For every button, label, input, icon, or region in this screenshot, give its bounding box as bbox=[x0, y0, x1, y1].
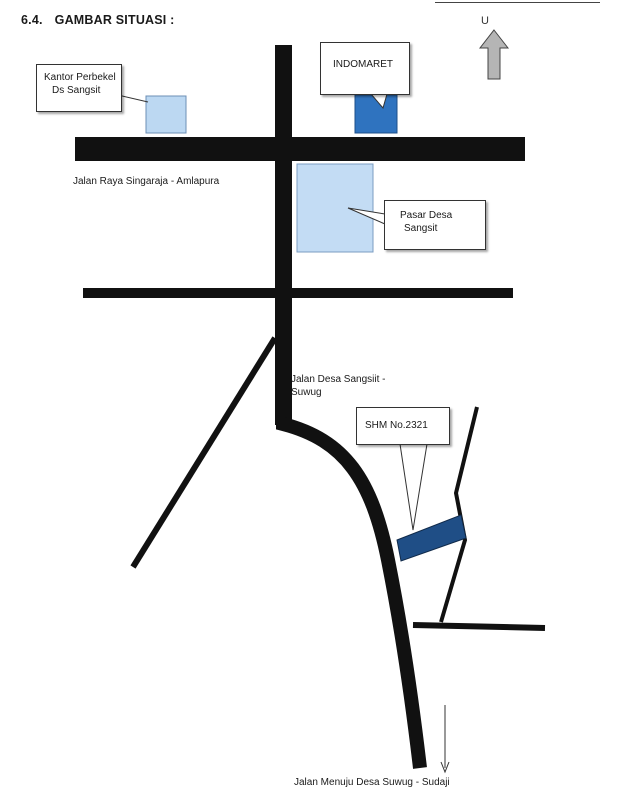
main-road bbox=[75, 137, 525, 161]
village-road-label: Jalan Desa Sangsiit - Suwug bbox=[291, 373, 386, 399]
south-arrow-icon bbox=[440, 761, 450, 774]
diagonal-road-west bbox=[130, 336, 278, 569]
parcel-callout: SHM No.2321 bbox=[356, 407, 450, 445]
kantor-pointer bbox=[117, 94, 149, 103]
pasar-callout: Pasar Desa Sangsit bbox=[384, 200, 486, 250]
pasar-building bbox=[296, 163, 374, 253]
heading-number: 6.4. bbox=[21, 13, 43, 27]
pasar-label-line1: Pasar Desa bbox=[400, 210, 453, 221]
side-road-southeast bbox=[412, 622, 546, 631]
main-road-label: Jalan Raya Singaraja - Amlapura bbox=[73, 176, 220, 187]
north-arrow-icon bbox=[478, 29, 510, 80]
top-rule bbox=[435, 2, 600, 3]
parcel-pointer bbox=[399, 443, 428, 531]
south-road-label: Jalan Menuju Desa Suwug - Sudaji bbox=[294, 777, 450, 788]
kantor-building bbox=[145, 95, 187, 134]
indomaret-label: INDOMARET bbox=[333, 59, 393, 70]
vertical-road bbox=[275, 45, 292, 425]
village-road-label-line1: Jalan Desa Sangsiit - bbox=[291, 374, 386, 385]
kantor-label-line1: Kantor Perbekel bbox=[44, 72, 116, 83]
indomaret-callout: INDOMARET bbox=[320, 42, 410, 95]
parcel-label: SHM No.2321 bbox=[365, 420, 428, 431]
pasar-pointer bbox=[347, 207, 386, 225]
village-road-label-line2: Suwug bbox=[291, 387, 322, 398]
parcel-shm bbox=[396, 514, 467, 562]
kantor-callout: Kantor Perbekel Ds Sangsit bbox=[36, 64, 122, 112]
kantor-label-line2: Ds Sangsit bbox=[52, 85, 101, 96]
indomaret-building bbox=[354, 94, 398, 134]
pasar-label-line2: Sangsit bbox=[404, 223, 438, 234]
page-heading: 6.4. GAMBAR SITUASI : bbox=[21, 13, 175, 27]
second-horizontal-road bbox=[83, 288, 513, 298]
north-label: U bbox=[481, 15, 489, 27]
curved-road-south bbox=[276, 417, 427, 769]
heading-title: GAMBAR SITUASI : bbox=[54, 13, 175, 27]
